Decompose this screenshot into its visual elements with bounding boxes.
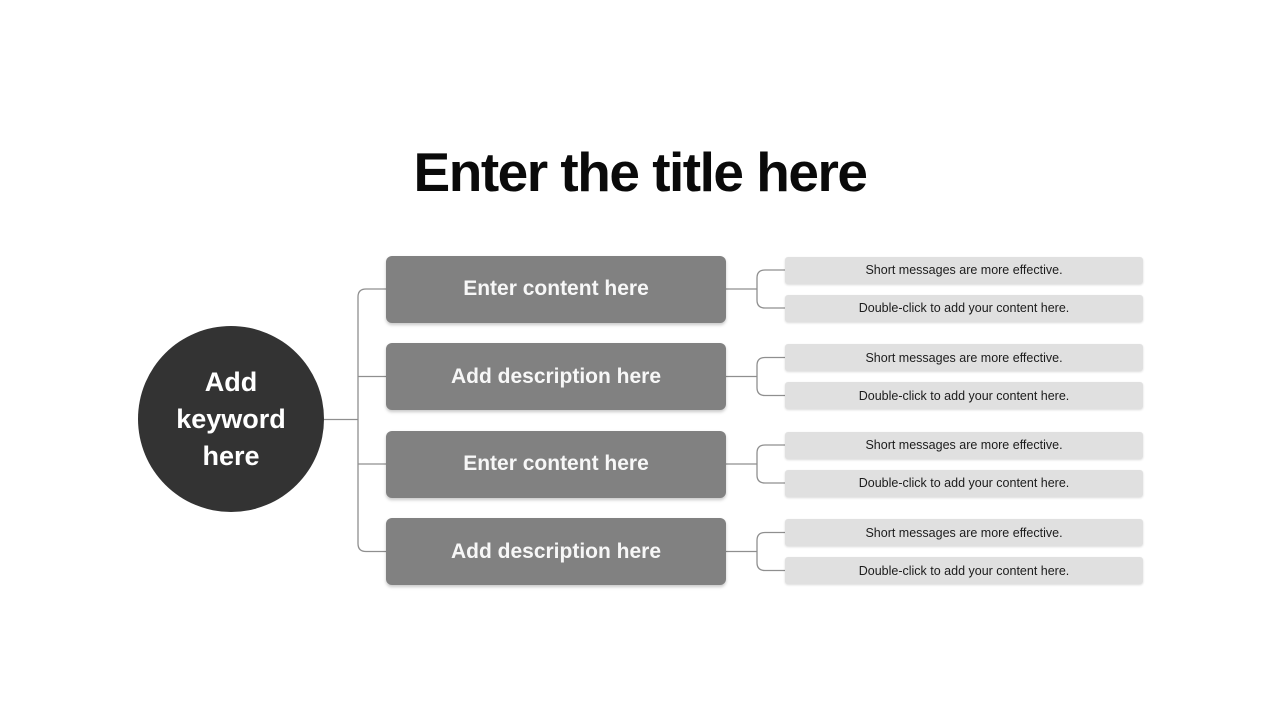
note-box[interactable]: Double-click to add your content here. — [785, 382, 1143, 409]
branch-box[interactable]: Enter content here — [386, 255, 726, 323]
keyword-circle-label: Add keyword here — [176, 366, 286, 471]
note-box[interactable]: Short messages are more effective. — [785, 256, 1143, 284]
note-box[interactable]: Short messages are more effective. — [785, 431, 1143, 459]
page-title[interactable]: Enter the title here — [413, 141, 868, 203]
note-box[interactable]: Short messages are more effective. — [785, 344, 1143, 371]
branch-box[interactable]: Enter content here — [386, 430, 726, 498]
note-box[interactable]: Double-click to add your content here. — [785, 557, 1143, 584]
branch-box[interactable]: Add description here — [386, 343, 726, 410]
note-box[interactable]: Double-click to add your content here. — [785, 469, 1143, 497]
note-box[interactable]: Short messages are more effective. — [785, 519, 1143, 546]
branch-box[interactable]: Add description here — [386, 518, 726, 585]
note-box[interactable]: Double-click to add your content here. — [785, 294, 1143, 322]
keyword-circle[interactable]: Add keyword here — [138, 326, 324, 512]
